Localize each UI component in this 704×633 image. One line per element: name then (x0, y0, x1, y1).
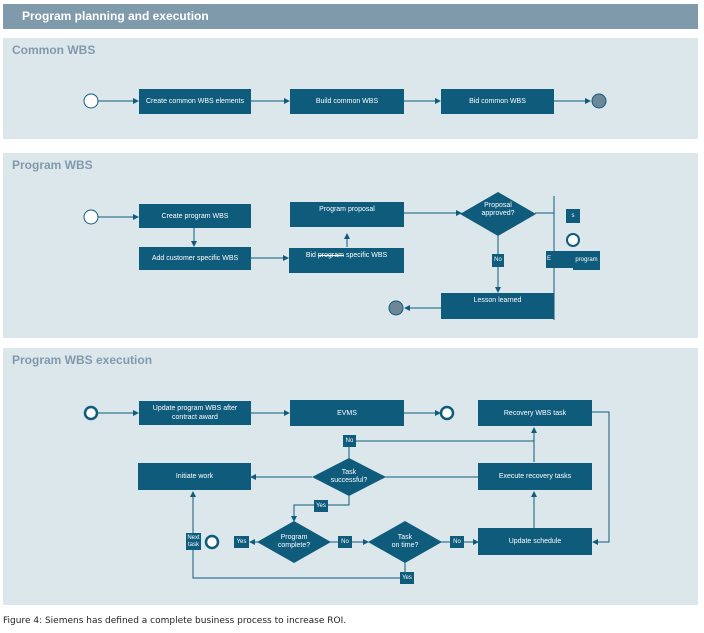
task-successful-line1: Task (341, 469, 357, 476)
no-tag-task-on-time: No (450, 536, 464, 548)
bid-suffix: specific WBS (345, 252, 388, 259)
proposal-label-line2: approved? (481, 210, 515, 217)
yes-tag-task-on-time: Yes (400, 572, 414, 584)
no-tag-program-complete: No (338, 536, 352, 548)
bid-program-wbs-box: Bid program specific WBS (289, 248, 404, 273)
proposal-approved-diamond (460, 192, 536, 236)
end-circle-program (388, 300, 404, 316)
program-wbs-execution-title: Program WBS execution (12, 353, 153, 367)
intermediate-circle-program (566, 233, 580, 247)
start-circle-execution (83, 405, 99, 421)
bid-strike: program (317, 252, 344, 259)
yes-tag-program-complete: Yes (234, 536, 249, 548)
build-common-wbs-box: Build common WBS (290, 89, 404, 114)
end-circle-evms (439, 405, 455, 421)
program-complete-diamond (257, 521, 331, 563)
evms-box: EVMS (290, 400, 404, 426)
create-program-wbs-box: Create program WBS (139, 204, 251, 228)
program-complete-line1: Program (280, 534, 308, 541)
add-customer-wbs-box: Add customer specific WBS (139, 247, 251, 270)
figure-caption: Figure 4: Siemens has defined a complete… (3, 616, 347, 626)
next-task-line2: task (187, 541, 199, 548)
lesson-learned-box: Lesson learned (441, 293, 554, 319)
stub-box-e: E (546, 251, 575, 268)
update-program-wbs-box: Update program WBS after contract award (139, 401, 251, 425)
update-schedule-box: Update schedule (478, 528, 592, 555)
common-wbs-title: Common WBS (12, 43, 96, 57)
stub-box-s: s (566, 209, 580, 223)
program-complete-line2: complete? (277, 542, 311, 549)
no-tag-proposal: No (492, 254, 504, 267)
end-circle-common (591, 93, 607, 109)
create-common-wbs-box: Create common WBS elements (139, 89, 251, 114)
program-wbs-panel: Program WBS (3, 153, 698, 338)
recovery-wbs-task-box: Recovery WBS task (478, 400, 592, 426)
task-on-time-line1: Task (397, 534, 413, 541)
common-wbs-panel: Common WBS (3, 38, 698, 139)
task-successful-diamond (312, 458, 386, 496)
end-circle-complete (204, 534, 220, 550)
program-proposal-box: Program proposal (290, 202, 404, 227)
stub-box-program: program (573, 251, 600, 270)
diagram-header: Program planning and execution (3, 4, 698, 29)
start-circle-common (83, 93, 99, 109)
diagram-title: Program planning and execution (22, 9, 209, 23)
program-wbs-title: Program WBS (12, 158, 93, 172)
next-task-line1: Next (187, 534, 200, 541)
task-on-time-diamond (368, 521, 442, 563)
execute-recovery-tasks-box: Execute recovery tasks (478, 463, 592, 490)
yes-tag-task-successful: Yes (314, 500, 328, 512)
no-tag-task-successful: No (343, 435, 356, 447)
start-circle-program (83, 209, 99, 225)
initiate-work-box: Initiate work (138, 463, 251, 490)
proposal-label-line1: Proposal (484, 202, 512, 209)
bid-prefix: Bid (305, 252, 316, 259)
task-on-time-line2: on time? (391, 542, 419, 549)
bid-common-wbs-box: Bid common WBS (441, 89, 554, 114)
task-successful-line2: successful? (330, 477, 368, 484)
